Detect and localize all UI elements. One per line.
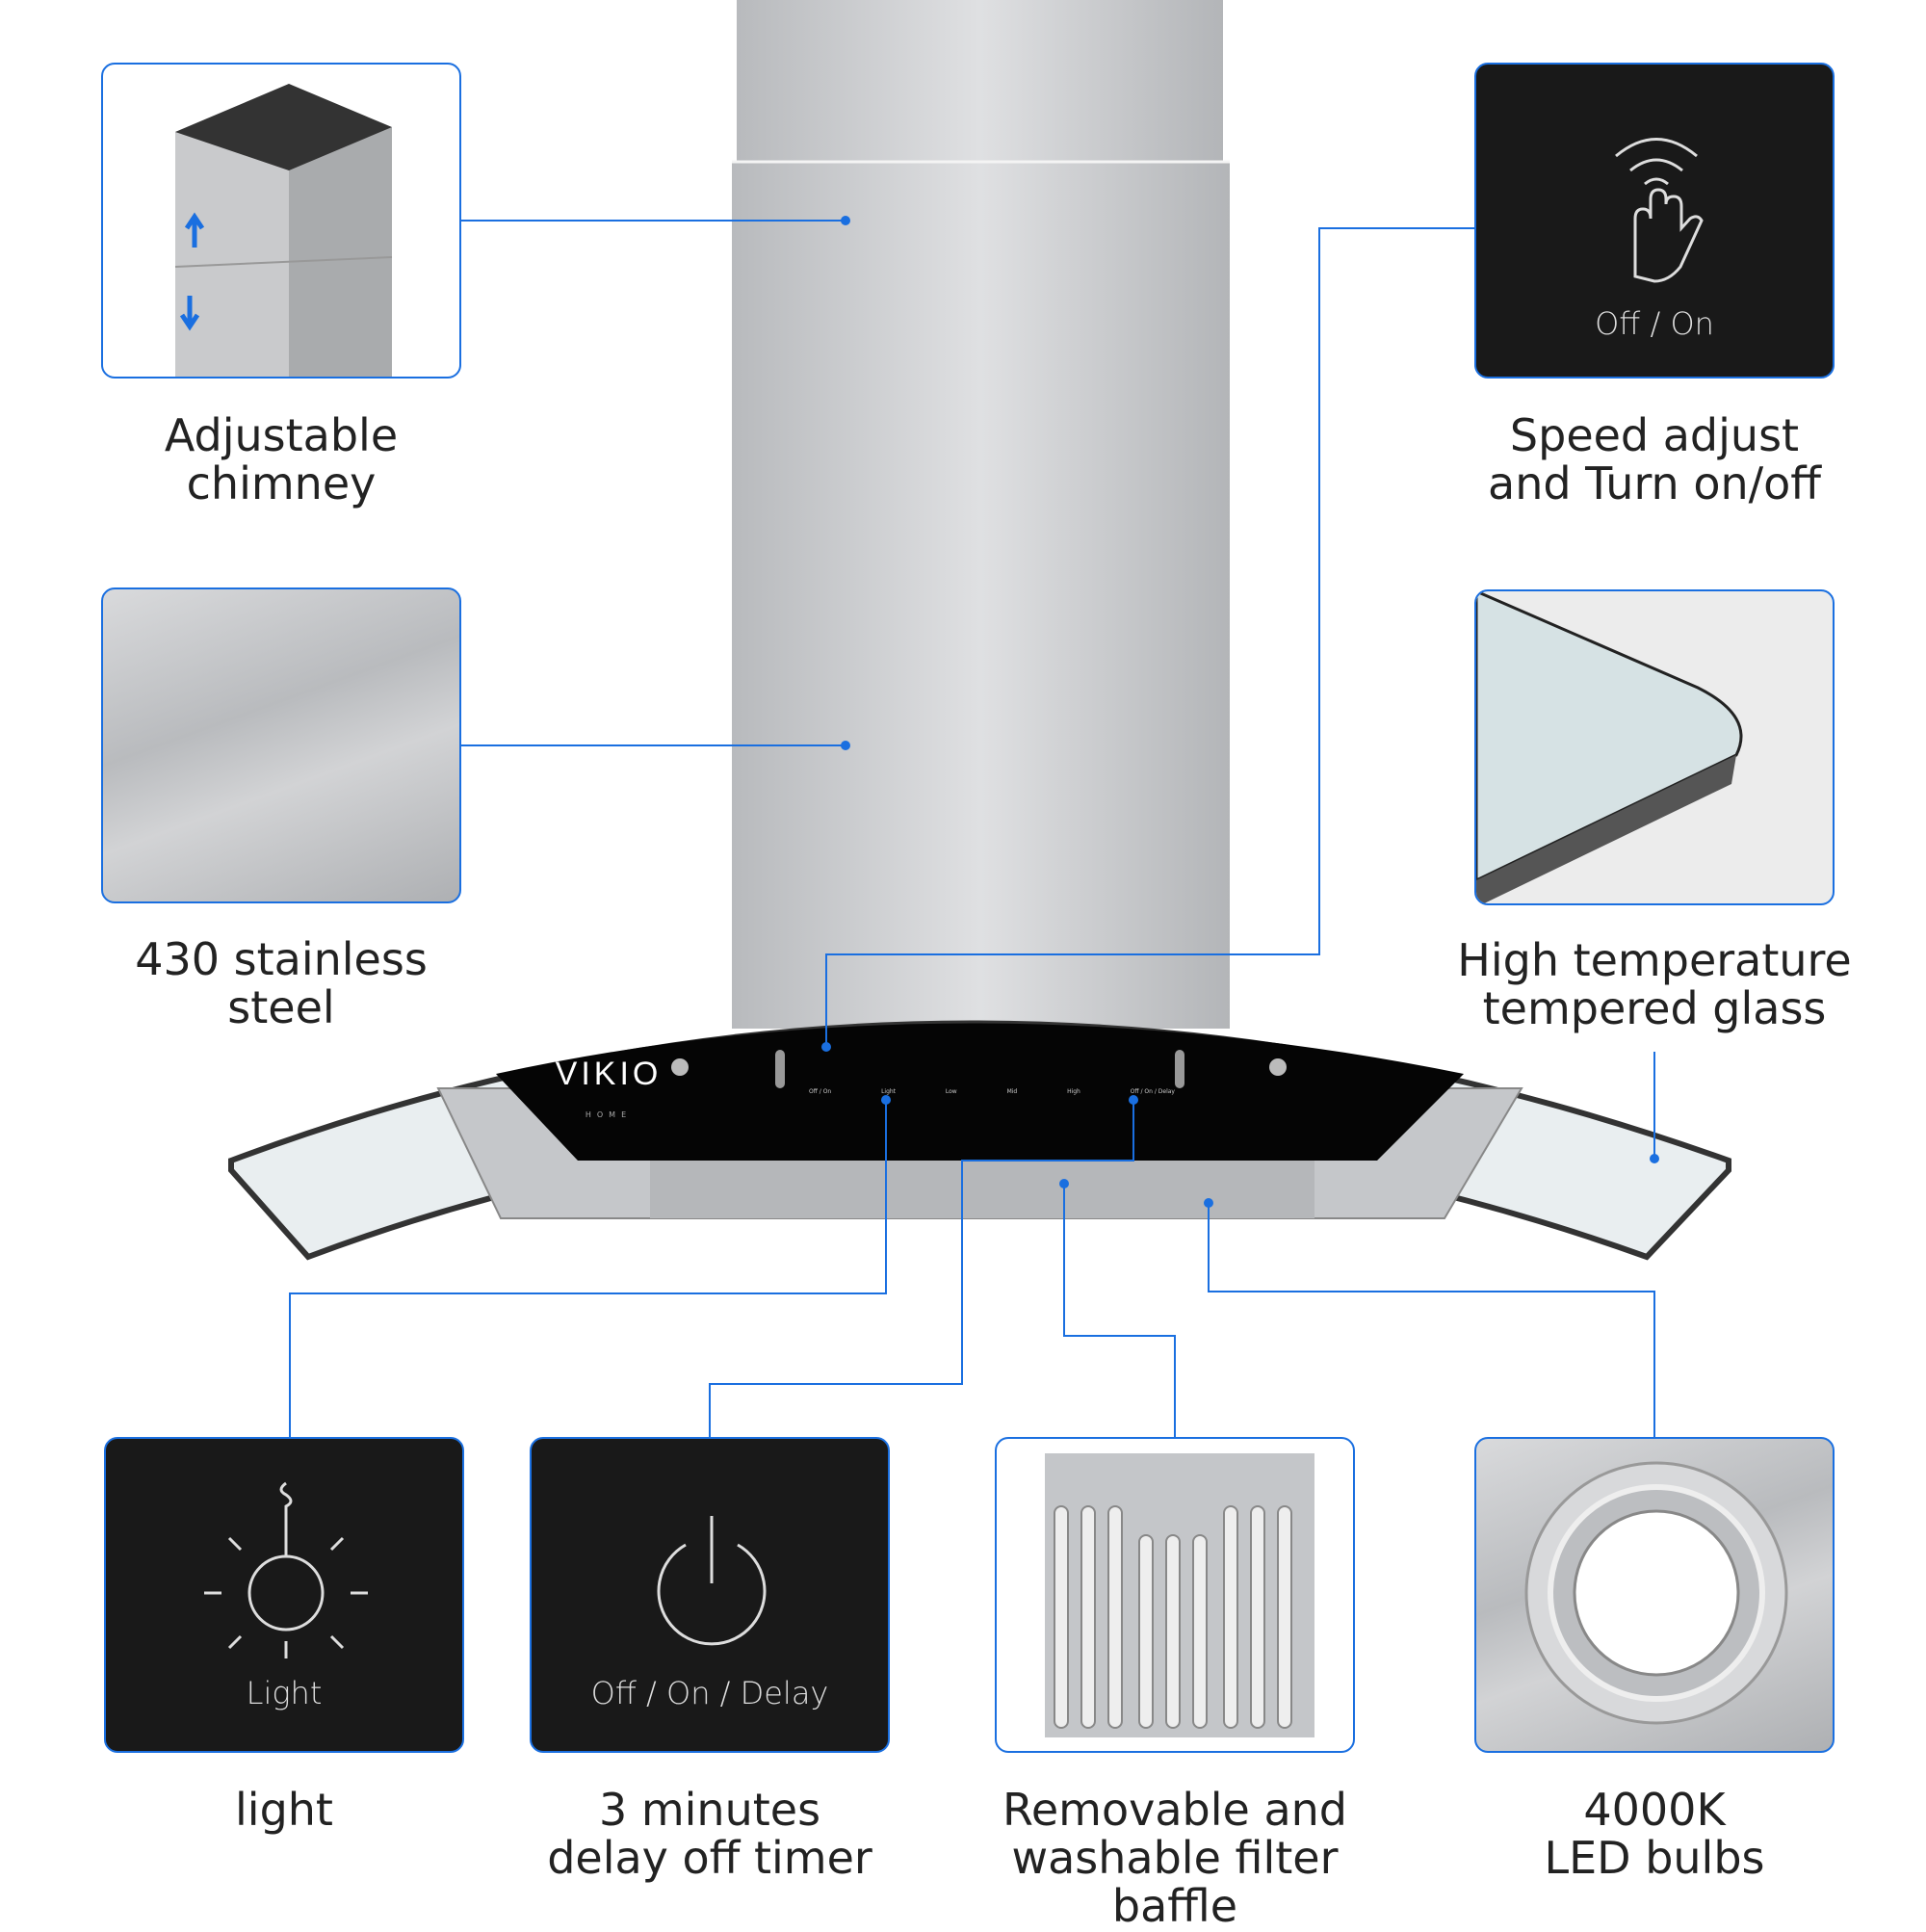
panel-label-low[interactable]: Low	[945, 1088, 957, 1095]
feature-tile-filter	[995, 1437, 1355, 1753]
baffle-filter-icon	[1045, 1453, 1314, 1737]
panel-label-delay[interactable]: Off / On / Delay	[1130, 1088, 1175, 1095]
power-icon	[657, 1516, 767, 1646]
panel-label-light[interactable]: Light	[881, 1088, 897, 1095]
connector-lines	[289, 220, 1655, 1437]
feature-tile-gesture: Off / On	[1474, 63, 1835, 379]
brand-sub: HOME	[586, 1110, 632, 1119]
chimney-upper	[737, 0, 1223, 162]
feature-tile-steel	[101, 587, 461, 903]
control-panel	[496, 1023, 1464, 1161]
feature-tile-light: Light	[104, 1437, 464, 1753]
panel-button-labels: Off / On Light Low Mid High Off / On / D…	[809, 1088, 1175, 1095]
timer-label: Off / On / Delay	[590, 1675, 829, 1711]
caption-light: light	[235, 1784, 333, 1836]
tempered-glass-icon	[1476, 591, 1743, 903]
panel-label-high[interactable]: High	[1067, 1088, 1080, 1095]
chimney-icon	[174, 84, 393, 377]
panel-label-off-on[interactable]: Off / On	[809, 1088, 832, 1095]
feature-tile-timer: Off / On / Delay	[530, 1437, 890, 1753]
feature-tile-glass	[1474, 589, 1835, 905]
light-label: Light	[246, 1675, 323, 1711]
gesture-label: Off / On	[1595, 305, 1714, 342]
hand-wave-icon	[1615, 138, 1704, 283]
feature-tile-chimney	[101, 63, 461, 379]
brand-logo: VIKIO	[556, 1056, 663, 1092]
led-bulb-icon	[1524, 1461, 1788, 1725]
feature-tile-led	[1474, 1437, 1835, 1753]
light-bulb-icon	[204, 1481, 368, 1658]
chimney-lower	[732, 162, 1230, 1029]
panel-label-mid[interactable]: Mid	[1006, 1088, 1018, 1095]
